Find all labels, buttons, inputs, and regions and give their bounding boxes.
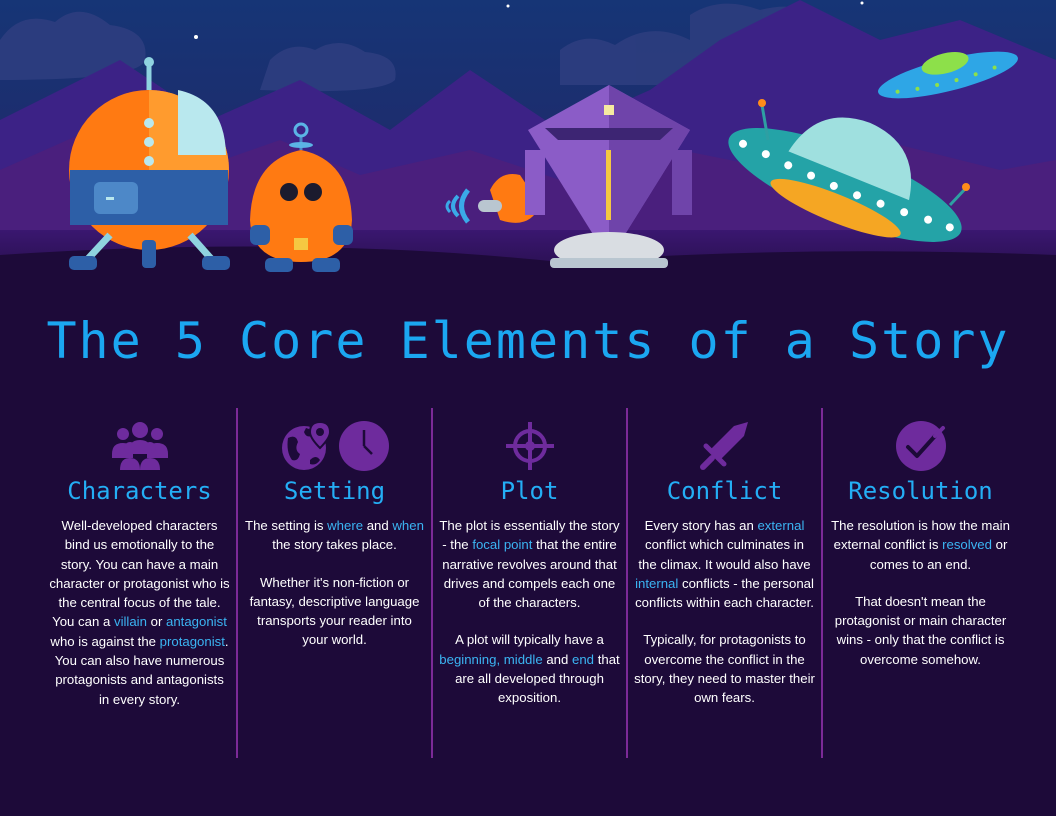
paragraph-text: A plot will typically have a [455,632,604,648]
paragraph-text: conflicts - the personal conflicts withi… [635,575,814,611]
highlighted-term: protagonist [159,633,225,649]
column-icon-row [634,408,815,472]
column-paragraph: Typically, for protagonists to overcome … [634,630,815,707]
paragraph-text: that the entire narrative revolves aroun… [442,537,617,611]
story-elements-columns: Characters Well-developed characters bin… [43,408,1018,758]
column-body: Well-developed characters bind us emotio… [49,516,230,709]
paragraph-text: or [146,614,167,630]
column-heading: Resolution [848,477,993,505]
column-setting: Setting The setting is where and when th… [238,408,433,758]
highlighted-term: antagonist [166,614,227,630]
paragraph-text: or comes to an end. [869,537,1008,572]
column-body: Every story has an external conflict whi… [634,516,815,708]
highlighted-term: villain [113,614,147,630]
column-body: The plot is essentially the story - the … [439,516,620,708]
highlighted-term: resolved [942,537,992,553]
paragraph-text: The plot is essentially the story - the [439,518,620,553]
paragraph-text: Typically, for protagonists to overcome … [634,632,815,706]
column-paragraph: A plot will typically have a beginning, … [439,630,620,707]
column-icon-row [244,408,425,472]
highlighted-term: external [757,518,805,533]
sword-icon [699,422,748,470]
paragraph-text: The resolution is how the main external … [831,518,1010,553]
highlighted-term: end [572,651,595,667]
column-paragraph: The plot is essentially the story - the … [439,516,620,612]
paragraph-text: and [363,518,393,533]
column-paragraph: Every story has an external conflict whi… [634,516,815,612]
column-resolution: Resolution The resolution is how the mai… [823,408,1018,758]
column-paragraph: Whether it's non-fiction or fantasy, des… [244,573,425,650]
column-paragraph: That doesn't mean the protagonist or mai… [829,592,1012,669]
highlighted-term: internal [635,575,679,591]
column-body: The setting is where and when the story … [244,516,425,650]
paragraph-text: That doesn't mean the protagonist or mai… [834,593,1007,667]
column-heading: Conflict [666,477,783,505]
highlighted-term: where [327,518,364,533]
paragraph-text: . You can also have numerous protagonist… [54,633,229,707]
crosshair-icon [505,422,554,470]
paragraph-text: who is against the [50,633,160,649]
paragraph-text: that are all developed through expositio… [455,651,620,706]
space-scene-illustration [0,0,1056,300]
people-group-icon [111,422,168,470]
paragraph-text: The setting is [245,518,328,533]
column-heading: Setting [283,477,386,505]
globe-pin-icon [281,420,331,470]
paragraph-text: Well-developed characters bind us emotio… [49,518,230,630]
column-heading: Characters [67,477,212,505]
paragraph-text: the story takes place. [272,537,397,553]
column-plot: Plot The plot is essentially the story -… [433,408,628,758]
column-conflict: Conflict Every story has an external con… [628,408,823,758]
column-paragraph: Well-developed characters bind us emotio… [49,516,230,709]
paragraph-text: and [542,651,573,667]
column-paragraph: The resolution is how the main external … [829,516,1012,574]
column-icon-row [829,408,1012,472]
highlighted-term: when [392,518,424,533]
page-title: The 5 Core Elements of a Story [46,312,1010,370]
highlighted-term: beginning, middle [439,651,543,667]
column-icon-row [439,408,620,472]
paragraph-text: Every story has an [644,518,758,533]
column-characters: Characters Well-developed characters bin… [43,408,238,758]
highlighted-term: focal point [472,537,533,553]
column-body: The resolution is how the main external … [829,516,1012,669]
column-paragraph: The setting is where and when the story … [244,516,425,555]
paragraph-text: conflict which culminates in the climax.… [638,537,811,572]
checkmark-circle-icon [895,421,946,471]
paragraph-text: Whether it's non-fiction or fantasy, des… [249,574,420,648]
column-heading: Plot [500,477,559,505]
clock-icon [338,421,389,471]
column-icon-row [49,408,230,472]
